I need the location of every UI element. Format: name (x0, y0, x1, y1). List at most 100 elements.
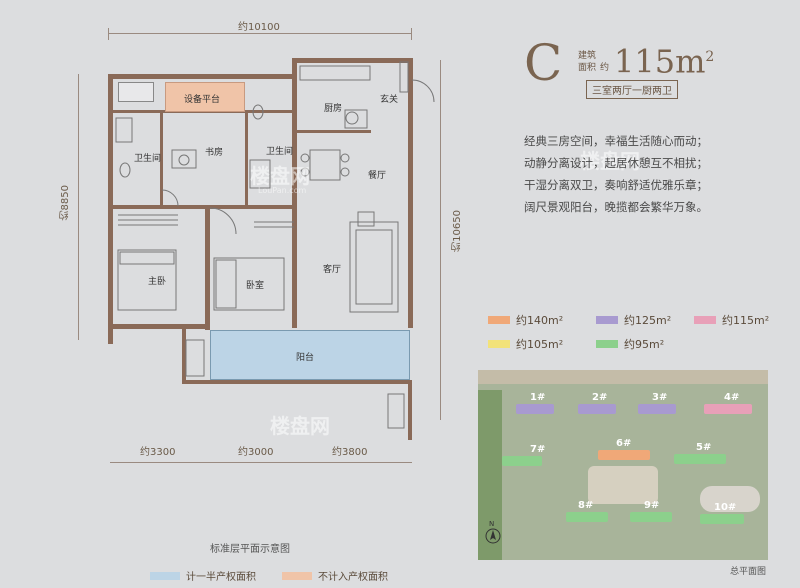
furniture-sketch (115, 61, 435, 429)
building-2-label: 2# (592, 392, 608, 403)
area-legend-swatch-half (150, 571, 180, 580)
wall-top-left (108, 74, 296, 79)
area-label-line1: 建筑 (578, 51, 597, 61)
area-label-line2: 面积 (578, 63, 597, 73)
watermark-sub-1: LouPan.com (258, 186, 307, 195)
wall-left (108, 74, 113, 344)
area-legend-none: 不计入产权面积 (282, 568, 388, 583)
room-label-balcony: 阳台 (296, 353, 315, 363)
building-6-label: 6# (616, 438, 632, 449)
building-4-bar (704, 404, 752, 414)
room-label-study: 书房 (205, 148, 224, 158)
watermark-1: 楼盘网 (250, 164, 310, 188)
room-label-bath1: 卫生间 (134, 154, 162, 164)
site-clubhouse (700, 486, 760, 512)
wall-inner-v2 (205, 205, 210, 330)
slogan-line-2: 动静分离设计，起居休憩互不相扰； (524, 156, 708, 170)
compass-icon (485, 528, 501, 544)
building-5-bar (674, 454, 726, 464)
wall-lower-right (384, 380, 412, 384)
legend: 约140m² 约125m² 约115m² 约105m² 约95m² (484, 308, 784, 358)
dim-top-label: 约10100 (238, 22, 280, 33)
dim-left-line (78, 74, 79, 340)
slogan-line-3: 干湿分离双卫，奏响舒适优雅乐章； (524, 178, 708, 192)
building-9-label: 9# (644, 500, 660, 511)
room-label-bedroom: 卧室 (246, 281, 265, 291)
site-road-top (478, 370, 768, 384)
unit-header: C 建筑 面积 约 115m2 三室两厅一厨两卫 (520, 38, 780, 108)
dim-top-line (108, 33, 412, 34)
area-approx: 约 (600, 63, 610, 73)
wall-kitchen-bottom (296, 130, 371, 133)
area-legend-label-none: 不计入产权面积 (318, 572, 388, 583)
site-plaza (588, 466, 658, 504)
legend-item-140: 约140m² (488, 312, 563, 328)
unit-letter: C (524, 34, 563, 92)
dim-right-line (440, 60, 441, 420)
wall-bottom-left (108, 324, 208, 329)
legend-item-105: 约105m² (488, 336, 563, 352)
slogan-line-4: 阔尺景观阳台，晚揽都会繁华万象。 (524, 200, 708, 214)
wall-inner-v3 (160, 110, 163, 205)
ac-unit-left (118, 82, 154, 102)
legend-label-125: 约125m² (624, 314, 672, 327)
building-5-label: 5# (696, 442, 712, 453)
building-9-bar (630, 512, 672, 522)
room-label-living: 客厅 (323, 265, 342, 275)
building-10-label: 10# (714, 502, 737, 513)
legend-swatch-125 (596, 316, 618, 324)
slogan: 经典三房空间，幸福生活随心而动； 动静分离设计，起居休憩互不相扰； 干湿分离双卫… (524, 130, 708, 218)
dim-bottom-label-1: 约3300 (140, 447, 176, 458)
watermark-3: 楼盘网 (580, 149, 640, 173)
area-legend-half: 计一半产权面积 (150, 568, 256, 583)
area-value-text: 115m (614, 42, 706, 81)
legend-swatch-95 (596, 340, 618, 348)
wall-inner-v4 (245, 110, 248, 205)
compass-label: N (489, 520, 495, 528)
building-7-label: 7# (530, 444, 546, 455)
wall-right (408, 58, 413, 328)
dim-bottom-label-2: 约3000 (238, 447, 274, 458)
equipment-platform (165, 82, 245, 112)
wall-top-right (292, 58, 412, 63)
building-7-bar (502, 456, 542, 466)
legend-label-95: 约95m² (624, 338, 665, 351)
dim-bottom-label-3: 约3800 (332, 447, 368, 458)
building-2-bar (578, 404, 616, 414)
area-legend-swatch-none (282, 571, 312, 580)
area-value: 115m2 (614, 40, 714, 79)
site-plan: 1# 2# 3# 4# 5# 6# 7# 8# 9# 10# (478, 370, 768, 560)
building-4-label: 4# (724, 392, 740, 403)
building-1-label: 1# (530, 392, 546, 403)
legend-label-140: 约140m² (516, 314, 564, 327)
room-label-dining: 餐厅 (368, 171, 387, 181)
area-sup: 2 (705, 49, 715, 65)
legend-label-105: 约105m² (516, 338, 564, 351)
building-3-label: 3# (652, 392, 668, 403)
building-8-label: 8# (578, 500, 594, 511)
building-1-bar (516, 404, 554, 414)
compass: N (483, 520, 503, 546)
room-label-bath2: 卫生间 (266, 147, 294, 157)
room-label-equipment: 设备平台 (184, 95, 221, 105)
legend-swatch-105 (488, 340, 510, 348)
building-8-bar (566, 512, 608, 522)
wall-inner-h1 (110, 205, 296, 209)
legend-item-115: 约115m² (694, 312, 769, 328)
balcony (210, 330, 410, 380)
legend-item-125: 约125m² (596, 312, 671, 328)
plan-caption: 标准层平面示意图 (210, 544, 290, 555)
building-6-bar (598, 450, 650, 460)
floor-plan: 约10100 约8850 约10650 约3300 约3000 约3800 设备… (60, 22, 463, 555)
watermark-2: 楼盘网 (270, 414, 330, 438)
room-label-master: 主卧 (148, 277, 167, 287)
legend-swatch-115 (694, 316, 716, 324)
legend-item-95: 约95m² (596, 336, 664, 352)
building-10-bar (700, 514, 744, 524)
dim-top-tick-right (411, 28, 412, 40)
wall-balcony-left (182, 328, 186, 383)
area-legend-label-half: 计一半产权面积 (186, 572, 256, 583)
wall-lower-right-v (408, 380, 412, 440)
legend-label-115: 约115m² (722, 314, 770, 327)
layout-badge: 三室两厅一厨两卫 (586, 80, 678, 99)
